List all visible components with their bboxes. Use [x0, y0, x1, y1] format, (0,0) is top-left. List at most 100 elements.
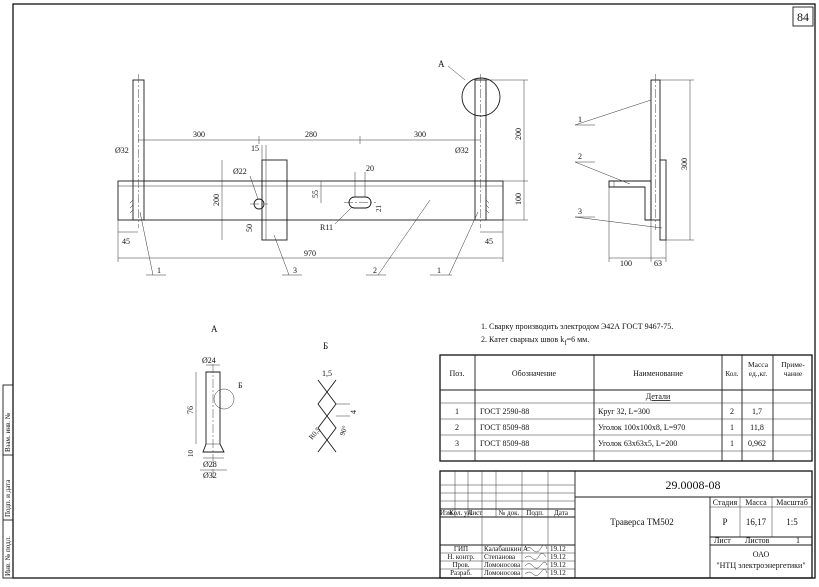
staff-role-1: ГИП: [454, 545, 468, 553]
side-leader-pos3: 3: [578, 207, 582, 216]
spec-row-2-pos: 2: [455, 423, 459, 432]
note-1: 1. Сварку производить электродом Э42А ГО…: [481, 322, 673, 331]
detail-b-title: Б: [323, 341, 328, 351]
dim-dia22: Ø22: [233, 167, 247, 176]
label-sheets: Листов: [745, 536, 770, 545]
chg-header-koluch: Кол. уч.: [449, 509, 473, 517]
dim-21: 21: [375, 205, 383, 213]
detail-b-callout: [213, 388, 235, 410]
leader-pos1-right: 1: [437, 266, 441, 275]
side-dim-300: 300: [680, 158, 689, 170]
notes: 1. Сварку производить электродом Э42А ГО…: [481, 322, 673, 347]
chg-header-izm: Изм.: [440, 509, 454, 517]
label-mass: Масса: [745, 498, 767, 507]
detail-a-dim-32: Ø32: [203, 471, 217, 480]
label-stage: Стадия: [713, 498, 738, 507]
detail-b-dim-1-5: 1,5: [322, 369, 332, 378]
spec-header-pos: Поз.: [450, 369, 465, 378]
stamp-inv-original: Инв. № подл.: [4, 536, 12, 576]
dim-20: 20: [366, 164, 374, 173]
staff-date-4: 19.12: [550, 569, 566, 577]
doc-code: 29.0008-08: [666, 478, 721, 492]
org-line-2: "НТЦ электроэнергетики": [716, 561, 805, 570]
dim-300-left: 300: [193, 130, 205, 139]
staff-name-4: Ломоносова: [484, 569, 521, 577]
detail-b-dim-4: 4: [349, 410, 358, 414]
spec-row-2-designation: ГОСТ 8509-88: [480, 423, 529, 432]
staff-date-2: 19.12: [550, 553, 566, 561]
stamp-sign-date: Подп. и дата: [4, 479, 12, 517]
staff-name-3: Ломоносова: [484, 561, 521, 569]
value-scale: 1:5: [786, 517, 798, 527]
drawing-title: Траверса ТМ502: [610, 517, 674, 527]
detail-b-dim-90: 90°: [338, 425, 349, 437]
chg-header-podp: Подп.: [526, 509, 544, 517]
leader-pos2: 2: [373, 266, 377, 275]
angle-beam-pos2: [117, 180, 504, 221]
spec-row-3-designation: ГОСТ 8509-88: [480, 439, 529, 448]
main-view: А 300 280 300 Ø32 Ø32 200 100 200 Ø22 1 5…: [115, 59, 528, 276]
spec-header-note: Приме-чание: [781, 360, 805, 378]
side-view: 300 100 63 1 2 3: [574, 74, 694, 268]
spec-row-2-qty: 1: [730, 423, 734, 432]
spec-header-mass: Масса ед.,кг.: [747, 360, 769, 378]
detail-a-rod: [202, 371, 225, 453]
chg-header-date: Дата: [554, 509, 569, 517]
dim-100-right: 100: [514, 193, 523, 205]
page-number-box: 84: [792, 6, 814, 27]
dim-280: 280: [305, 130, 317, 139]
label-sheet: Лист: [714, 536, 731, 545]
detail-b: Б 1,5 4 R0,5 90°: [307, 341, 358, 453]
title-block: Изм. Кол. уч. Лист № док. Подп. Дата ГИП…: [439, 470, 813, 579]
staff-role-4: Разраб.: [450, 569, 472, 577]
detail-a: А Б Ø24 76 10 Ø28 Ø32: [186, 324, 243, 480]
spec-header-name: Наименование: [633, 369, 683, 378]
spec-table: Поз. Обозначение Наименование Кол. Масса…: [439, 354, 813, 462]
spec-row-3-mass: 0,962: [748, 439, 766, 448]
detail-a-dim-10: 10: [187, 450, 195, 458]
spec-row-1-qty: 2: [730, 407, 734, 416]
spec-row-1-pos: 1: [455, 407, 459, 416]
label-scale: Масштаб: [776, 498, 808, 507]
dim-300-right: 300: [414, 130, 426, 139]
sheet-frame: [2, 3, 816, 579]
side-dim-100: 100: [620, 259, 632, 268]
dim-r11: R11: [320, 223, 333, 232]
dim-970: 970: [304, 249, 316, 258]
spec-row-1-designation: ГОСТ 2590-88: [480, 407, 529, 416]
side-leader-pos2: 2: [578, 152, 582, 161]
spec-row-1-name: Круг 32, L=300: [598, 407, 650, 416]
side-angle-pos3: [659, 159, 667, 241]
staff-name-1: Калабашкин А.: [484, 545, 530, 553]
staff-role-2: Н. контр.: [447, 553, 474, 561]
detail-b-thread-right: [326, 379, 337, 453]
side-angle-pos2: [608, 180, 652, 221]
spec-row-3-qty: 1: [730, 439, 734, 448]
spec-row-3-name: Уголок 63х63х5, L=200: [598, 439, 677, 448]
callout-label-a: А: [438, 59, 445, 69]
detail-a-callout: [461, 77, 501, 117]
detail-a-dim-24: Ø24: [202, 356, 216, 365]
stamp-replaced-inv: Взам. инв. №: [4, 412, 12, 452]
detail-b-dim-r05: R0,5: [307, 425, 322, 441]
value-sheets: 1: [796, 536, 800, 545]
chg-header-ndoc: № док.: [499, 509, 520, 517]
detail-a-dim-76: 76: [186, 406, 195, 414]
page-number: 84: [797, 10, 809, 24]
detail-a-dim-28: Ø28: [203, 460, 217, 469]
spec-row-2-mass: 11,8: [750, 423, 764, 432]
spec-row-3-pos: 3: [455, 439, 459, 448]
dim-200-left: 200: [212, 194, 221, 206]
signatures: [524, 544, 548, 576]
dim-dia32-left: Ø32: [115, 146, 129, 155]
dim-dia32-right: Ø32: [455, 146, 469, 155]
detail-a-title: А: [211, 324, 218, 334]
value-stage: Р: [722, 517, 727, 527]
dim-55: 55: [311, 190, 320, 198]
side-leader-pos1: 1: [578, 115, 582, 124]
org-line-1: ОАО: [753, 550, 770, 559]
dim-200-right: 200: [514, 128, 523, 140]
spec-section-parts: Детали: [646, 392, 671, 401]
